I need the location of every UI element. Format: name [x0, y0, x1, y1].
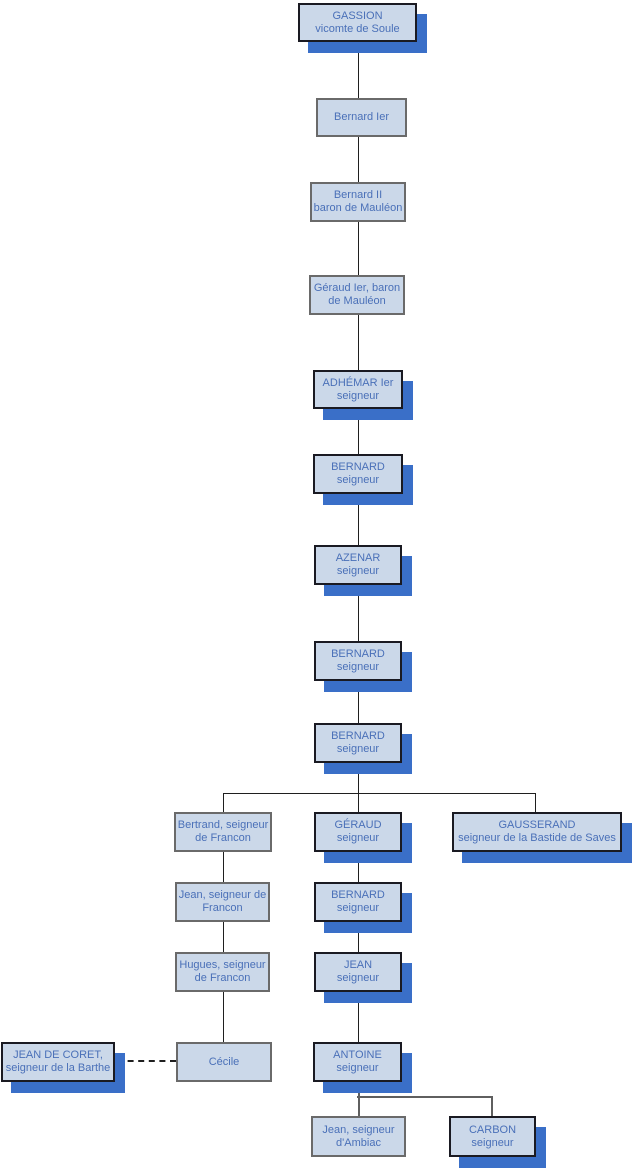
node-label-line: CARBON — [468, 1123, 517, 1136]
node-label-line: vicomte de Soule — [315, 22, 400, 35]
node-label-line: seigneur — [336, 565, 380, 577]
node-label-line: Jean, seigneur — [322, 1123, 395, 1136]
node-label-line: ANTOINE — [333, 1049, 382, 1061]
tree-connector-line — [223, 922, 224, 952]
node-label-line: baron de Mauléon — [313, 202, 403, 214]
node-label-line: seigneur de la Barthe — [5, 1062, 111, 1074]
node-label-line: seigneur de la Bastide de Saves — [458, 832, 616, 844]
node-label-line: Bernard II — [333, 189, 383, 201]
node-label-line: seigneur — [336, 743, 380, 755]
node-label-line: seigneur — [336, 389, 380, 402]
tree-connector-line — [358, 681, 359, 723]
tree-connector-line — [223, 852, 224, 882]
tree-connector-line — [358, 793, 359, 812]
node-label-line: GASSION — [332, 9, 383, 22]
tree-node-jean-de-coret: JEAN DE CORET,seigneur de la Barthe — [1, 1042, 115, 1082]
tree-connector-line — [358, 763, 359, 794]
node-label-line: Bertrand, seigneur — [177, 819, 269, 831]
node-label-line: GÉRAUD — [334, 819, 382, 831]
tree-connector-line — [358, 137, 359, 182]
node-label-line: de Francon — [194, 972, 251, 984]
node-label-line: seigneur — [471, 1136, 514, 1149]
node-label-line: Jean, seigneur de — [178, 889, 267, 901]
node-label-line: Francon — [202, 902, 243, 914]
node-label-line: de Mauléon — [328, 295, 386, 307]
node-label-line: Hugues, seigneur — [179, 959, 266, 971]
marriage-link-dashed-connector — [117, 1060, 176, 1062]
node-label-line: JEAN DE CORET, — [13, 1049, 103, 1061]
node-label-line: JEAN — [343, 959, 373, 971]
tree-connector-line — [223, 992, 224, 1042]
tree-connector-line — [535, 793, 536, 812]
node-label-line: seigneur — [336, 832, 380, 844]
node-label-line: Cécile — [208, 1055, 240, 1068]
node-label-line: ADHÉMAR Ier — [322, 376, 394, 389]
tree-node-cecile: Cécile — [176, 1042, 272, 1082]
node-label-line: BERNARD — [331, 889, 385, 901]
node-label-line: seigneur — [336, 661, 380, 673]
tree-node-bernard-ier: Bernard Ier — [316, 98, 407, 137]
tree-connector-line — [358, 494, 359, 545]
tree-connector-line — [358, 585, 359, 641]
node-label-line: seigneur — [336, 972, 380, 984]
node-label-line: d'Ambiac — [336, 1136, 381, 1149]
tree-connector-line — [358, 315, 359, 370]
node-label-line: BERNARD — [331, 461, 385, 473]
tree-connector-line — [358, 852, 359, 882]
node-label-line: BERNARD — [331, 730, 385, 742]
node-label-line: seigneur — [336, 902, 380, 914]
node-label-line: seigneur — [336, 1062, 379, 1074]
tree-connector-line — [223, 793, 224, 812]
tree-connector-line — [223, 793, 536, 794]
tree-connector-line — [358, 42, 359, 98]
tree-connector-line — [357, 1096, 493, 1098]
tree-connector-line — [358, 222, 359, 275]
tree-connector-line — [358, 1082, 360, 1116]
tree-connector-line — [358, 409, 359, 454]
node-label-line: Bernard Ier — [333, 111, 390, 123]
node-label-line: Géraud Ier, baron — [313, 282, 401, 294]
tree-connector-line — [358, 922, 359, 952]
node-label-line: BERNARD — [331, 648, 385, 660]
node-label-line: de Francon — [195, 832, 251, 844]
node-label-line: AZENAR — [335, 552, 381, 564]
node-label-line: GAUSSERAND — [498, 819, 576, 831]
node-label-line: seigneur — [336, 474, 380, 486]
tree-connector-line — [358, 992, 359, 1042]
tree-connector-line — [491, 1096, 493, 1116]
